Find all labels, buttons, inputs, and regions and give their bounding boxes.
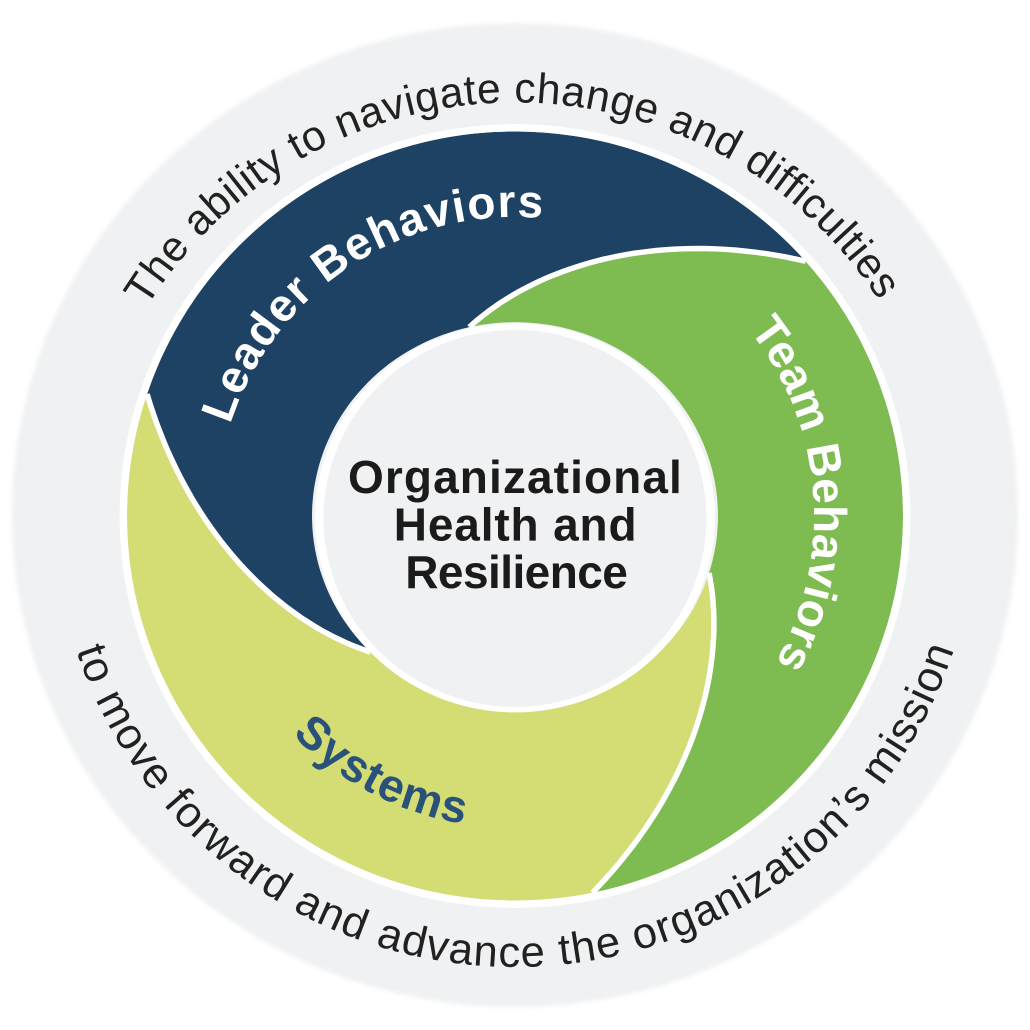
svg-text:Resilience: Resilience (405, 546, 627, 598)
svg-text:Organizational: Organizational (348, 451, 683, 503)
svg-text:Health and: Health and (394, 499, 638, 551)
